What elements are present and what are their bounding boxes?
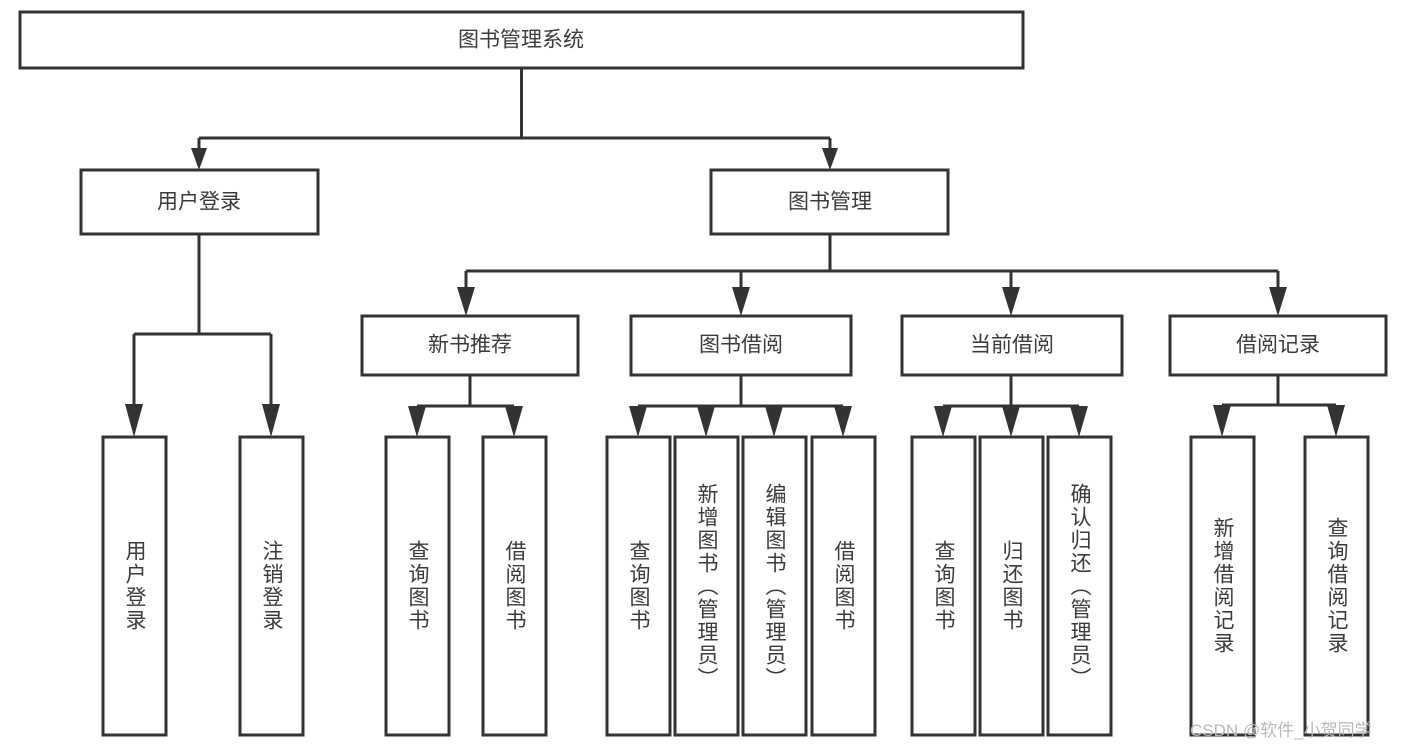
watermark-text: CSDN @软件_小贺同学 <box>1190 721 1372 740</box>
node-user-login[interactable] <box>79 168 320 236</box>
arrow-leaf-borrow-book-1 <box>505 406 523 437</box>
leaf-query-book-3[interactable] <box>910 435 977 737</box>
leaf-query-book-2[interactable] <box>605 435 672 737</box>
leaf-return-book[interactable] <box>978 435 1045 737</box>
node-book-borrow-label: 图书借阅 <box>699 334 783 357</box>
leaf-query-book-1[interactable] <box>384 435 451 737</box>
arrow-leaf-query-book-1 <box>408 406 426 437</box>
arrow-leaf-return-book <box>1002 406 1020 437</box>
node-new-book-recommend-label: 新书推荐 <box>428 334 512 357</box>
arrow-leaf-query-book-3 <box>934 406 952 437</box>
arrow-leaf-logout <box>262 404 280 437</box>
arrow-node-borrow-record <box>1269 287 1287 316</box>
arrow-node-current-borrow <box>1002 287 1020 316</box>
node-book-management-label: 图书管理 <box>788 191 872 214</box>
leaf-add-borrow-record[interactable] <box>1189 435 1256 737</box>
leaf-logout[interactable] <box>238 435 305 737</box>
root-node[interactable] <box>18 10 1025 70</box>
arrow-node-book-borrow <box>732 287 750 316</box>
leaf-confirm-return-admin[interactable] <box>1046 435 1113 737</box>
leaf-borrow-book-1[interactable] <box>481 435 548 737</box>
node-borrow-record[interactable] <box>1168 314 1388 377</box>
node-book-management[interactable] <box>709 168 950 236</box>
node-current-borrow[interactable] <box>900 314 1124 377</box>
connectors-group <box>125 68 1345 437</box>
arrow-leaf-add-borrow-record <box>1213 405 1231 437</box>
arrow-leaf-add-book-admin <box>697 406 715 437</box>
node-borrow-record-label: 借阅记录 <box>1236 334 1320 357</box>
node-book-borrow[interactable] <box>629 314 853 377</box>
leaf-add-book-admin[interactable] <box>673 435 740 737</box>
arrow-to-user-login <box>191 148 207 170</box>
arrow-leaf-confirm-return-admin <box>1070 406 1088 437</box>
root-node-label: 图书管理系统 <box>458 29 584 52</box>
leaf-borrow-book-2[interactable] <box>810 435 877 737</box>
arrow-node-new-book-recommend <box>457 287 475 316</box>
arrow-leaf-user-login <box>125 404 143 437</box>
arrow-leaf-query-book-2 <box>629 406 647 437</box>
arrow-leaf-borrow-book-2 <box>834 406 852 437</box>
leaf-user-login[interactable] <box>101 435 168 737</box>
arrow-leaf-edit-book-admin <box>765 406 783 437</box>
arrow-leaf-query-borrow-record <box>1327 405 1345 437</box>
node-current-borrow-label: 当前借阅 <box>970 334 1054 357</box>
arrow-to-book-management <box>822 148 838 170</box>
leaf-edit-book-admin[interactable] <box>741 435 808 737</box>
leaf-query-borrow-record[interactable] <box>1303 435 1370 737</box>
node-new-book-recommend[interactable] <box>360 314 580 377</box>
node-user-login-label: 用户登录 <box>157 191 241 214</box>
